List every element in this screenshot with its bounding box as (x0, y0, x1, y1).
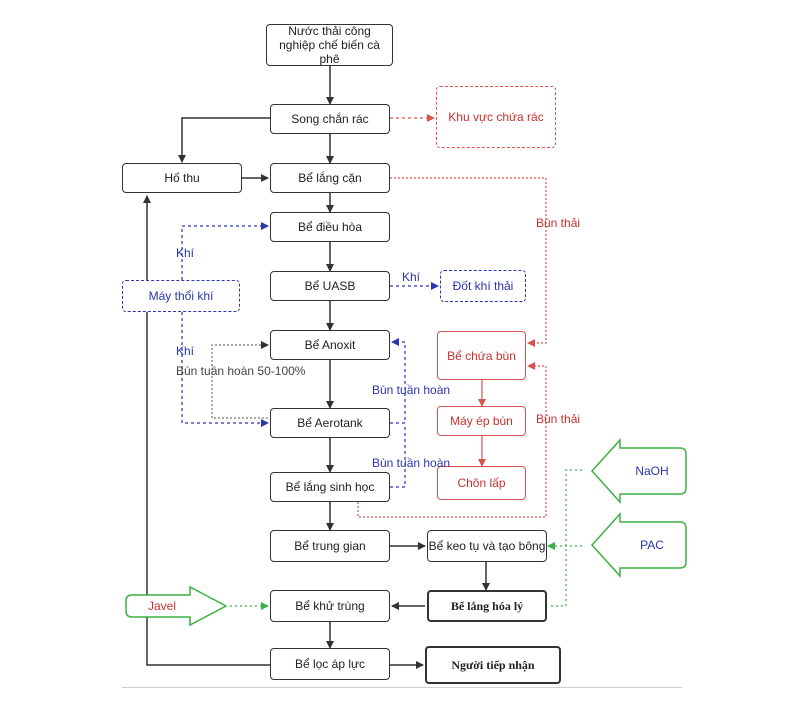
node-uasb: Bể UASB (270, 271, 390, 301)
node-sludge-press: Máy ép bùn (437, 406, 526, 436)
main-flow-arrows (143, 66, 490, 669)
arrow-naoh-line (548, 469, 582, 607)
label-gas-top: Khí (176, 246, 195, 260)
chem-pac: PAC (640, 538, 664, 552)
node-anoxic: Bể Anoxit (270, 330, 390, 360)
chemical-shapes (125, 438, 687, 627)
node-sludge-tank: Bể chứa bùn (437, 331, 526, 380)
arrow-aerotank-anoxic-recycle (390, 338, 406, 424)
node-sump: Hố thu (122, 163, 242, 193)
chemical-arrows (230, 469, 582, 610)
node-bio-settling: Bể lắng sinh học (270, 472, 390, 502)
pac-arrow-shape (590, 512, 687, 578)
node-receiver: Người tiếp nhận (425, 646, 561, 684)
label-gas-uasb: Khí (402, 270, 421, 284)
arrow-blower-aerotank (181, 312, 269, 427)
label-recycle-ratio: Bùn tuần hoàn 50-100% (176, 364, 305, 378)
arrow-blower-equalization (181, 222, 269, 280)
node-screen: Song chắn rác (270, 104, 390, 134)
arrow-biosettling-aerotank-recycle (390, 425, 406, 488)
node-intermediate: Bể trung gian (270, 530, 390, 562)
node-landfill: Chôn lấp (437, 466, 526, 500)
arrow-aerotank-anoxic-internal (211, 341, 269, 419)
label-recycle-ratio-line2: 50-100% (257, 364, 306, 378)
node-equalization: Bể điều hòa (270, 212, 390, 242)
baseline-rule (122, 687, 682, 688)
arrow-biosettling-sludgetank (357, 362, 547, 518)
chem-javel: Javel (147, 599, 176, 613)
air-arrows (181, 222, 439, 488)
javel-arrow-shape (125, 585, 228, 627)
label-sludge-waste-top: Bùn thải (536, 216, 581, 230)
node-trash-area: Khu vực chứa rác (436, 86, 556, 148)
node-aerotank: Bể Aerotank (270, 408, 390, 438)
node-coagulation: Bể keo tụ và tạo bông (427, 530, 547, 562)
chem-naoh: NaOH (635, 464, 669, 478)
arrow-filter-sump-return (143, 195, 270, 666)
node-burn-gas: Đốt khí thải (440, 270, 526, 302)
arrow-screen-sump (178, 117, 270, 163)
label-sludge-waste-bottom: Bùn thải (536, 412, 581, 426)
node-disinfection: Bể khử trùng (270, 590, 390, 622)
node-chem-settling: Bể lắng hóa lý (427, 590, 547, 622)
naoh-arrow-shape (590, 438, 687, 504)
node-source: Nước thải công nghiệp chế biến cà phê (266, 24, 393, 66)
label-gas-bottom: Khí (176, 344, 195, 358)
node-blower: Máy thổi khí (122, 280, 240, 312)
arrow-settling-sludgetank (390, 177, 547, 347)
label-recycle-sludge-2: Bùn tuần hoàn (372, 456, 451, 470)
node-settling: Bể lắng cặn (270, 163, 390, 193)
label-recycle-sludge-1: Bùn tuần hoàn (372, 383, 451, 397)
sludge-arrows (357, 114, 547, 518)
label-recycle-ratio-line1: Bùn tuần hoàn (176, 364, 255, 378)
node-pressure-filter: Bể lọc áp lực (270, 648, 390, 680)
